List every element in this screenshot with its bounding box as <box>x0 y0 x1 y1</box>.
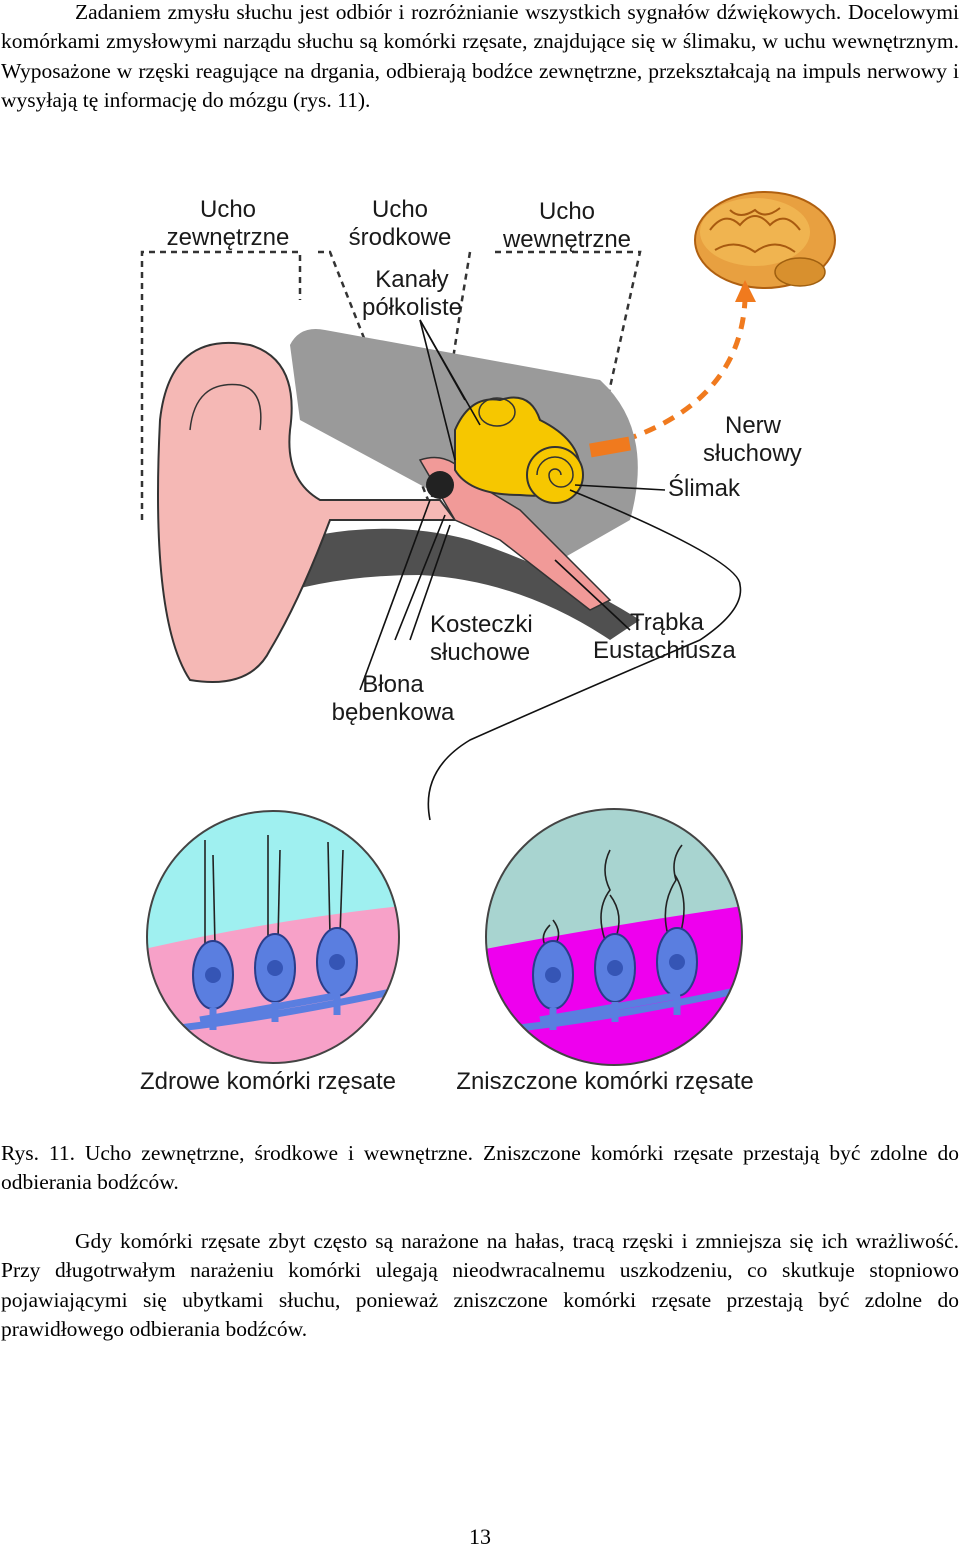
label-ossicles-1: Kosteczki <box>430 611 533 638</box>
nerve-signal-path <box>624 299 748 443</box>
label-inner-ear-1: Ucho <box>539 198 595 225</box>
page-number: 13 <box>469 1524 491 1549</box>
label-inner-ear-2: wewnętrzne <box>502 226 631 253</box>
label-healthy-cells: Zdrowe komórki rzęsate <box>140 1068 396 1095</box>
figure-caption: Rys. 11. Ucho zewnętrzne, środkowe i wew… <box>1 1141 959 1195</box>
label-damaged-cells: Zniszczone komórki rzęsate <box>456 1068 753 1095</box>
body-paragraph: Gdy komórki rzęsate zbyt często są naraż… <box>1 1229 959 1341</box>
label-tube-2: Eustachiusza <box>593 637 736 664</box>
damaged-cells-circle <box>486 809 742 1065</box>
label-outer-ear-1: Ucho <box>200 196 256 223</box>
label-canals-1: Kanały <box>375 266 448 293</box>
label-eardrum-2: bębenkowa <box>332 699 455 726</box>
inner-ear <box>454 396 631 504</box>
label-eardrum-1: Błona <box>362 671 424 698</box>
label-ossicles-2: słuchowe <box>430 639 530 666</box>
brain-illustration <box>694 191 836 289</box>
ear-diagram: Ucho zewnętrzne Ucho środkowe Ucho wewnę… <box>140 191 836 1095</box>
label-middle-ear-1: Ucho <box>372 196 428 223</box>
pointer-lines <box>359 319 742 821</box>
label-cochlea: Ślimak <box>668 474 741 502</box>
healthy-cells-circle <box>147 811 399 1063</box>
label-nerve-1: Nerw <box>725 412 782 439</box>
intro-paragraph: Zadaniem zmysłu słuchu jest odbiór i roz… <box>1 0 959 112</box>
ossicles <box>426 471 454 499</box>
label-tube-1: Trąbka <box>630 609 704 636</box>
label-canals-2: półkoliste <box>362 294 462 321</box>
label-outer-ear-2: zewnętrzne <box>167 224 290 251</box>
label-middle-ear-2: środkowe <box>349 224 452 251</box>
outer-ear <box>157 341 457 683</box>
label-nerve-2: słuchowy <box>703 440 802 467</box>
